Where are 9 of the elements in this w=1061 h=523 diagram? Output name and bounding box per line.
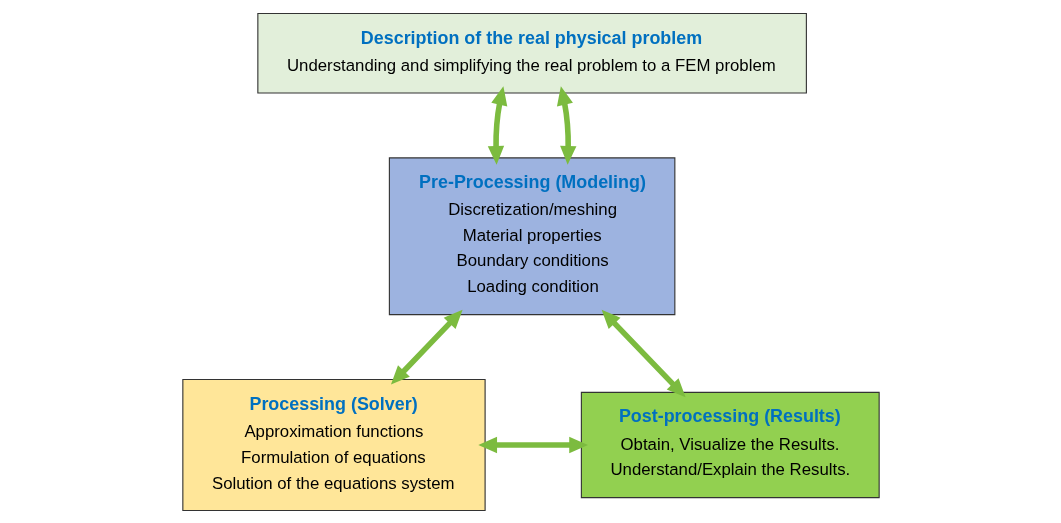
arrow (477, 436, 588, 453)
node-box: Processing (Solver) Approximation functions Formulation of equations Solution of the equations system (181, 378, 486, 511)
arrow (390, 309, 463, 385)
arrow (556, 85, 576, 165)
arrow (487, 85, 507, 165)
node-box: Pre-Processing (Modeling) Discretization/meshing Material properties Boundary conditions Loading condition (388, 156, 675, 315)
node-box: Description of the real physical problem Understanding and simplifying the real problem to a FEM problem (256, 12, 807, 93)
arrow (601, 309, 686, 397)
node-box: Post-processing (Results) Obtain, Visualize the Results. Understand/Explain the Results. (580, 391, 880, 498)
